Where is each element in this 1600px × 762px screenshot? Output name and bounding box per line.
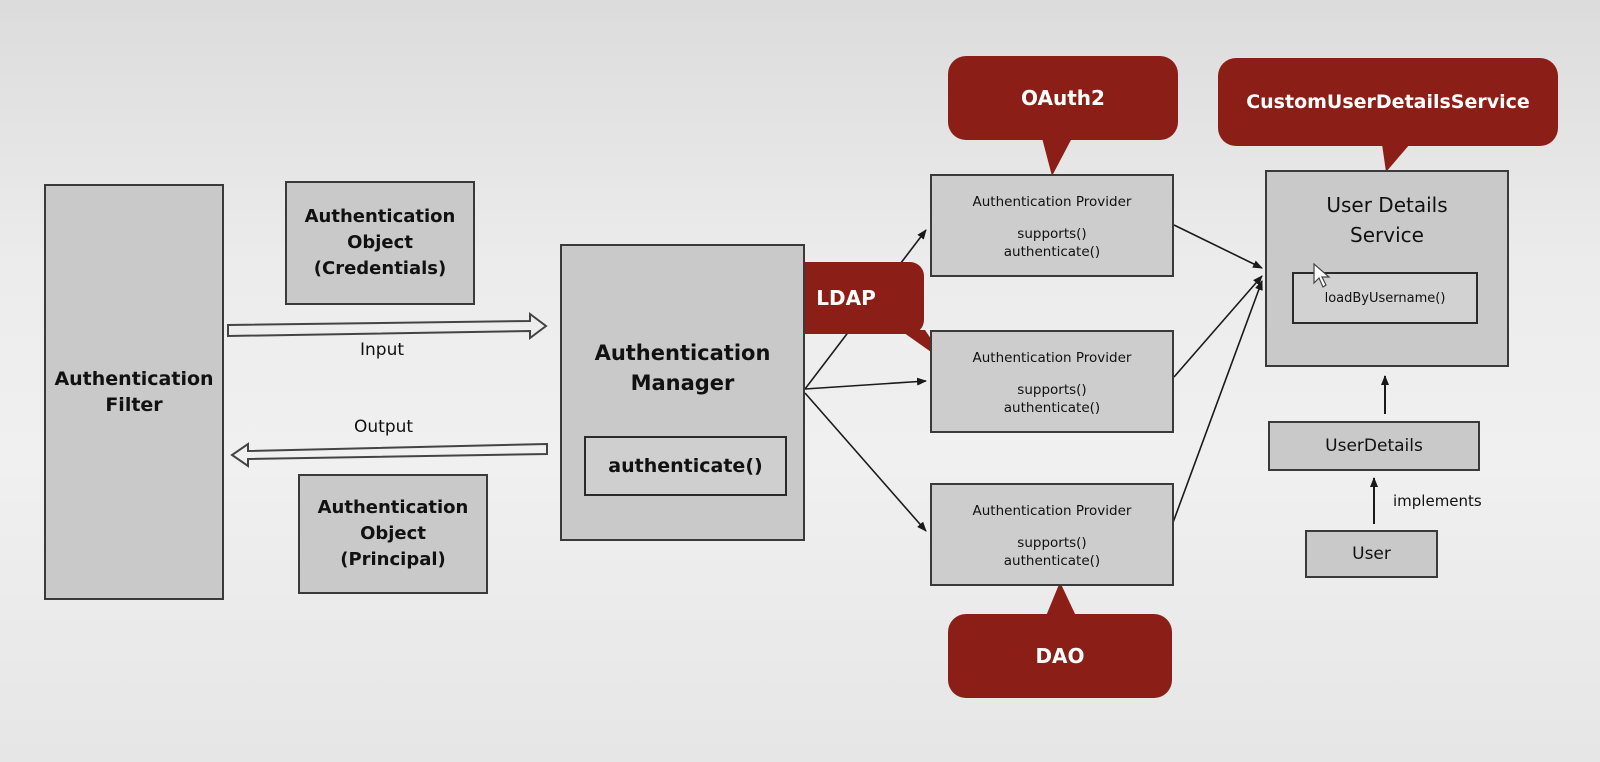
provider-title: Authentication Provider <box>972 350 1132 366</box>
manager-authenticate-method: authenticate() <box>584 436 787 496</box>
user-details-service-title: User Details Service <box>1326 190 1447 250</box>
arrow-provider-3-to-service <box>1170 280 1263 529</box>
provider-supports-method: supports() <box>1017 226 1087 242</box>
cred-line2: Object <box>347 232 413 253</box>
uds-title-line1: User Details <box>1326 193 1448 217</box>
provider-supports-method: supports() <box>1017 535 1087 551</box>
arrow-provider-2-to-service <box>1173 275 1263 378</box>
prin-line3: (Principal) <box>340 549 446 570</box>
callout-ldap-label: LDAP <box>816 286 876 310</box>
input-arrow <box>227 312 548 340</box>
provider-title: Authentication Provider <box>972 503 1132 519</box>
uds-title-line2: Service <box>1350 223 1424 247</box>
authentication-manager-box: Authentication Manager authenticate() <box>560 244 805 541</box>
input-label: Input <box>360 340 405 360</box>
arrow-to-provider-3 <box>804 392 927 532</box>
provider-authenticate-method: authenticate() <box>1003 553 1101 569</box>
authentication-provider-3: Authentication Provider supports() authe… <box>930 483 1174 586</box>
provider-title: Authentication Provider <box>972 194 1132 210</box>
user-details-service-box: User Details Service loadByUsername() <box>1265 170 1509 367</box>
callout-custom-service-label: CustomUserDetailsService <box>1246 91 1530 113</box>
provider-supports-method: supports() <box>1017 382 1087 398</box>
implements-label: implements <box>1393 492 1482 510</box>
manager-title: Authentication Manager <box>595 338 771 398</box>
callout-oauth2 <box>948 56 1178 176</box>
mouse-cursor-icon <box>1313 263 1331 288</box>
manager-title-line1: Authentication <box>594 341 771 365</box>
authentication-filter-box: Authentication Filter <box>44 184 224 600</box>
callout-dao <box>948 582 1172 698</box>
user-box: User <box>1305 530 1438 578</box>
prin-line2: Object <box>360 523 426 544</box>
output-arrow <box>230 442 548 468</box>
userdetails-label: UserDetails <box>1325 436 1423 456</box>
callout-oauth2-label: OAuth2 <box>1021 86 1105 110</box>
provider-to-service-arrows <box>1170 224 1263 529</box>
output-label: Output <box>354 417 414 437</box>
cred-line1: Authentication <box>304 206 456 227</box>
authentication-object-credentials-box: Authentication Object (Credentials) <box>285 181 475 305</box>
arrow-provider-1-to-service <box>1173 224 1263 269</box>
arrow-to-provider-2 <box>804 377 927 390</box>
provider-authenticate-method: authenticate() <box>1003 244 1101 260</box>
callout-dao-label: DAO <box>1035 644 1085 668</box>
callout-custom-user-details-service <box>1218 58 1558 172</box>
filter-label-line2: Filter <box>105 394 163 416</box>
authentication-provider-1: Authentication Provider supports() authe… <box>930 174 1174 277</box>
userdetails-box: UserDetails <box>1268 421 1480 471</box>
user-label: User <box>1352 544 1391 564</box>
manager-title-line2: Manager <box>630 371 735 395</box>
authentication-object-principal-box: Authentication Object (Principal) <box>298 474 488 594</box>
authentication-provider-2: Authentication Provider supports() authe… <box>930 330 1174 433</box>
provider-authenticate-method: authenticate() <box>1003 400 1101 416</box>
cred-line3: (Credentials) <box>313 258 447 279</box>
prin-line1: Authentication <box>317 497 469 518</box>
filter-label-line1: Authentication <box>54 368 214 390</box>
